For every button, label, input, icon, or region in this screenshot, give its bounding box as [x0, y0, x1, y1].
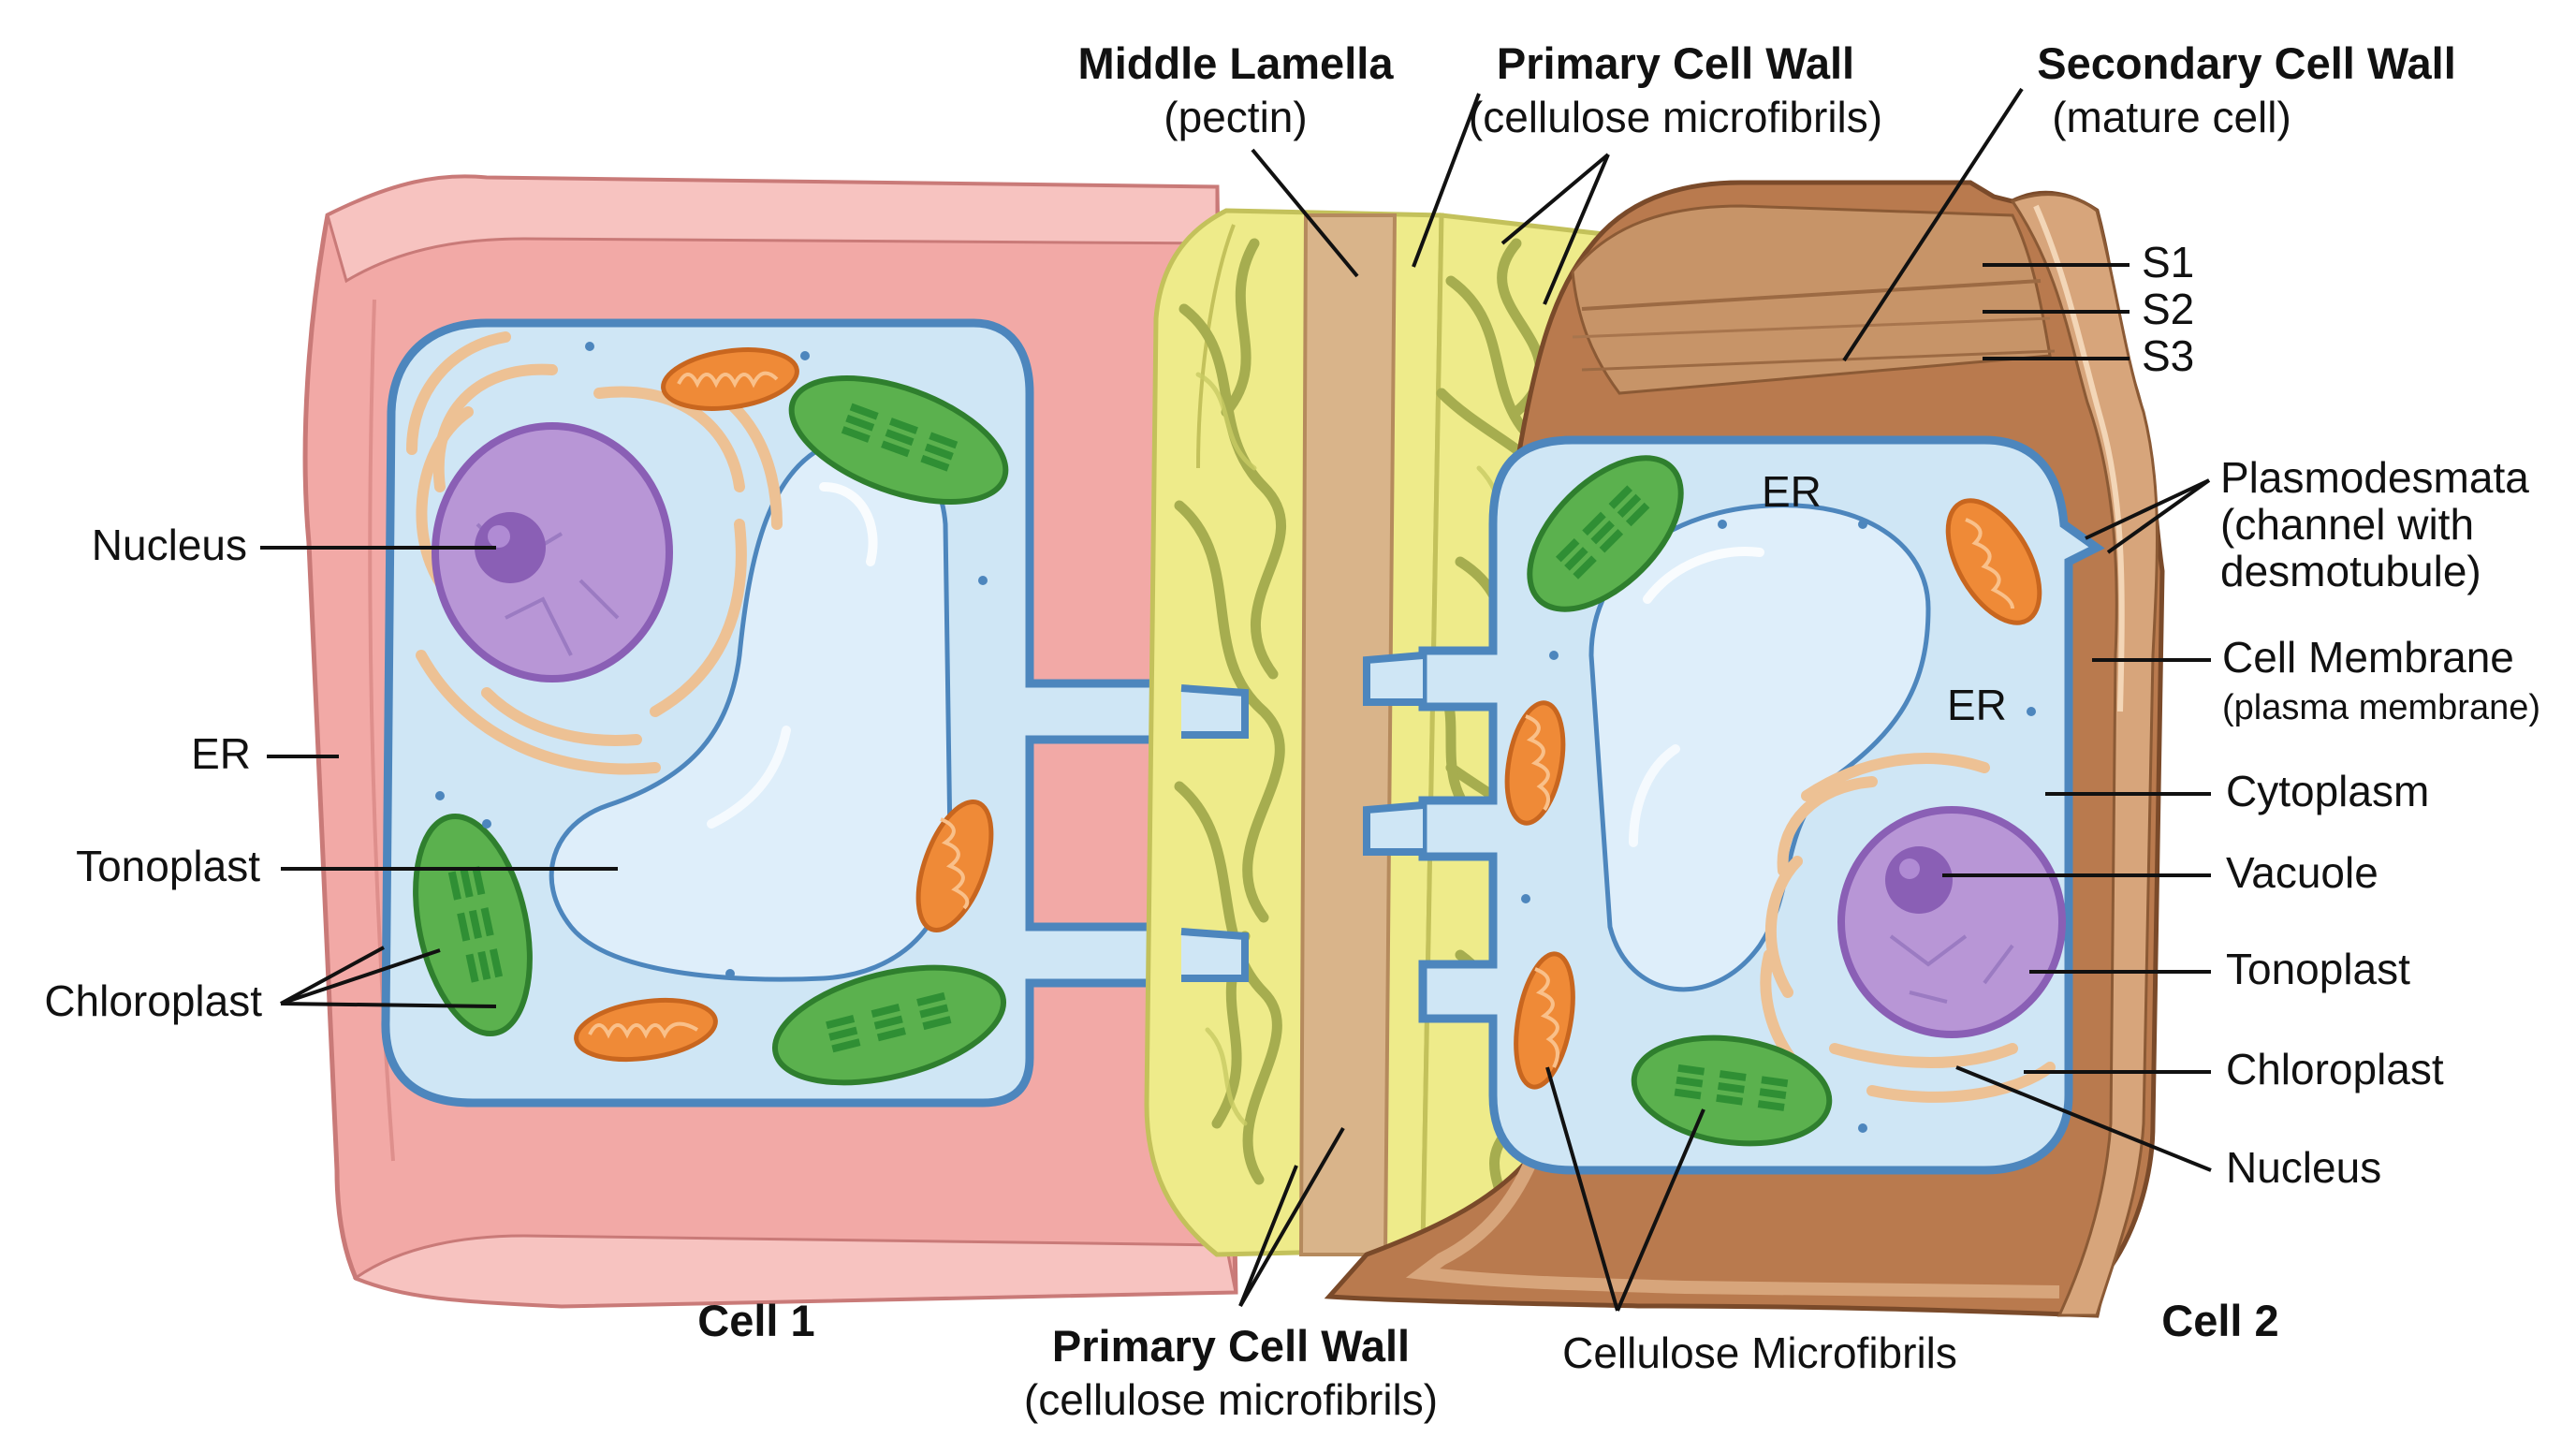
cell-2-mitochondria [1504, 498, 2042, 1090]
cell-membrane-sublabel: (plasma membrane) [2222, 688, 2540, 727]
cell-1-chloroplasts [413, 375, 1009, 1086]
leader-lines [260, 87, 2212, 1312]
cellulose-microfibrils-label: Cellulose Microfibrils [1562, 1328, 1957, 1377]
primary-wall-top-title: Primary Cell Wall [1496, 38, 1855, 88]
tonoplast-right-label: Tonoplast [2226, 945, 2410, 993]
primary-wall-top-subtitle: (cellulose microfibrils) [1468, 93, 1883, 141]
cell-1-mitochondria [574, 347, 994, 1062]
vacuole-label: Vacuole [2226, 848, 2378, 897]
chloroplast-right-label: Chloroplast [2226, 1045, 2444, 1093]
middle-lamella [1298, 213, 1398, 1256]
secondary-wall-subtitle: (mature cell) [2052, 93, 2291, 141]
s3-label: S3 [2142, 331, 2195, 380]
er-cell2-mid-label: ER [1947, 681, 2007, 729]
cell-2-label: Cell 2 [2161, 1296, 2279, 1345]
er-left-label: ER [191, 729, 251, 778]
plasmodesmata-label-2: (channel with [2220, 500, 2475, 549]
cell-1-label: Cell 1 [697, 1296, 815, 1345]
plasmodesmata-label-1: Plasmodesmata [2220, 453, 2529, 502]
cell-2-nucleus [1837, 806, 2066, 1038]
middle-lamella-title: Middle Lamella [1077, 38, 1394, 88]
middle-lamella-subtitle: (pectin) [1164, 93, 1308, 141]
cell-membrane-label: Cell Membrane [2222, 633, 2514, 682]
s2-label: S2 [2142, 285, 2195, 333]
primary-wall-bottom-subtitle: (cellulose microfibrils) [1023, 1375, 1439, 1424]
plasmodesmata-label-3: desmotubule) [2220, 547, 2481, 595]
secondary-wall-title: Secondary Cell Wall [2037, 38, 2456, 88]
nucleus-right-label: Nucleus [2226, 1143, 2382, 1192]
nucleus-left-label: Nucleus [91, 521, 247, 569]
cytoplasm-vesicles [435, 342, 2036, 1133]
cell-1-nucleus [432, 422, 673, 682]
er-cell2-top-label: ER [1762, 467, 1822, 516]
plasmodesmata-channels [1180, 652, 1424, 982]
cytoplasm-label: Cytoplasm [2226, 767, 2430, 815]
s1-label: S1 [2142, 238, 2195, 286]
chloroplast-left-label: Chloroplast [44, 976, 262, 1025]
primary-wall-bottom-title: Primary Cell Wall [1051, 1321, 1411, 1371]
tonoplast-left-label: Tonoplast [76, 842, 260, 890]
cell-2-chloroplasts [1527, 455, 1833, 1147]
